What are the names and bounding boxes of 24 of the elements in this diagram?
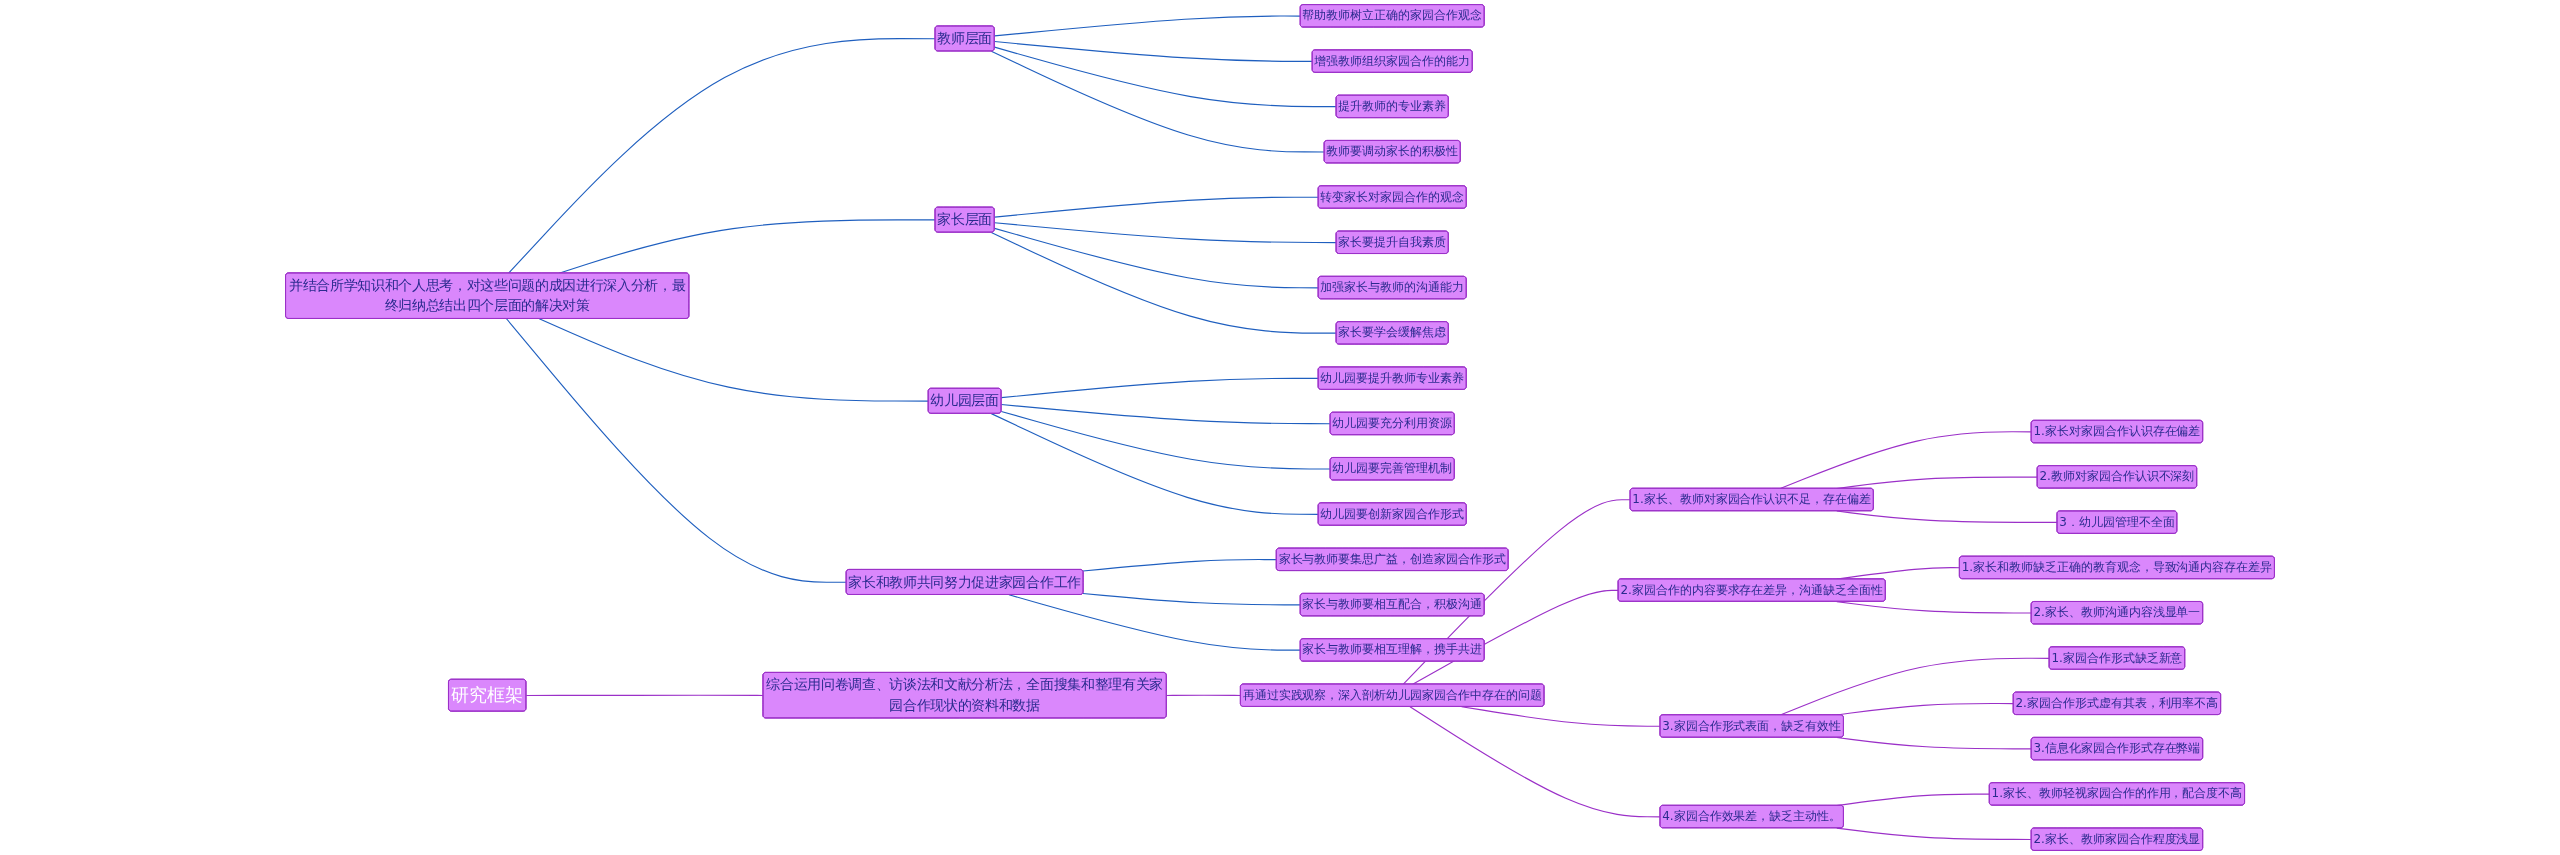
connector [993, 15, 1302, 37]
connector [990, 50, 1325, 153]
connector [1000, 377, 1319, 399]
connector [538, 318, 930, 402]
connector [1082, 558, 1278, 572]
connector [993, 46, 1337, 108]
connector [1166, 694, 1242, 697]
connector [1836, 736, 2032, 750]
connector [993, 41, 1313, 62]
connector [993, 196, 1319, 218]
connector [505, 318, 847, 583]
connector [993, 227, 1319, 289]
connector [508, 38, 936, 274]
connector [993, 222, 1337, 244]
connector [1409, 706, 1661, 818]
connector [1779, 431, 2032, 490]
connector [1836, 827, 2032, 841]
connector [1000, 410, 1331, 470]
connector [990, 231, 1337, 334]
connector [1082, 592, 1302, 606]
connector [525, 694, 764, 697]
connector [990, 413, 1319, 515]
connector [1008, 594, 1302, 651]
connector [1000, 403, 1331, 425]
